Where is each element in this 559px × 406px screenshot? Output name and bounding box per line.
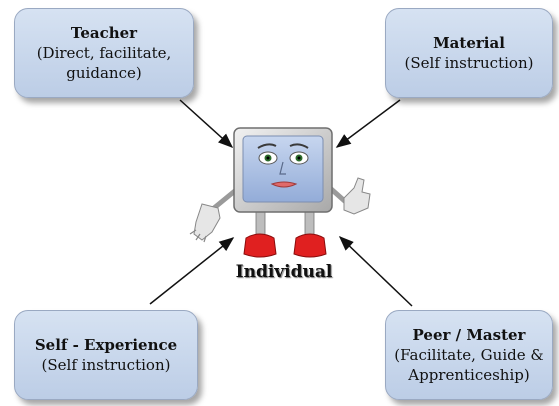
peer-master-desc-line2: Apprenticeship): [408, 366, 530, 384]
arrow-peer-master-to-individual: [338, 235, 413, 307]
teacher-desc-line2: guidance): [66, 64, 142, 82]
individual-label: Individual: [235, 262, 333, 282]
peer-master-desc-line1: (Facilitate, Guide &: [394, 346, 544, 364]
arrow-material-to-individual: [335, 99, 401, 148]
arrow-self-experience-to-individual: [149, 237, 235, 305]
peer-master-title: Peer / Master: [412, 326, 526, 344]
computer-character-icon: [189, 127, 371, 258]
arrow-teacher-to-individual: [179, 99, 234, 149]
self-experience-box: Self - Experience (Self instruction): [14, 310, 198, 400]
teacher-desc-line1: (Direct, facilitate,: [36, 44, 172, 62]
self-experience-title: Self - Experience: [34, 336, 178, 354]
peer-master-box: Peer / Master (Facilitate, Guide & Appre…: [385, 310, 553, 400]
teacher-title: Teacher: [70, 24, 138, 42]
material-desc: (Self instruction): [404, 54, 534, 72]
self-experience-desc: (Self instruction): [41, 356, 171, 374]
material-title: Material: [433, 34, 505, 52]
teacher-box: Teacher (Direct, facilitate, guidance): [14, 8, 194, 98]
material-box: Material (Self instruction): [385, 8, 553, 98]
